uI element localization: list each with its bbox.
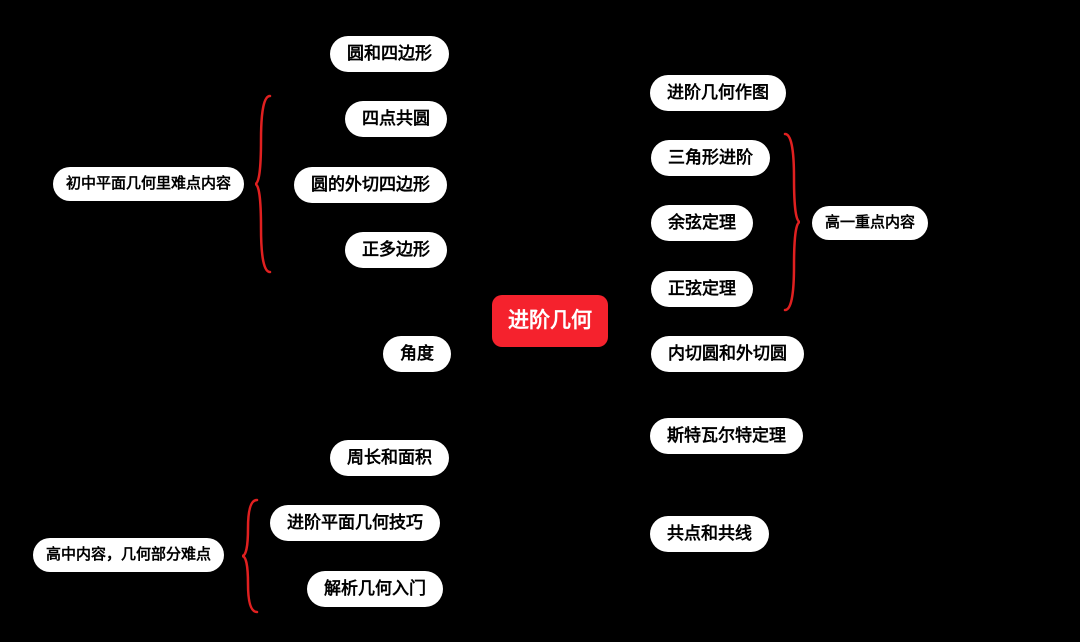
- node-circumscribed-quadrilateral[interactable]: 圆的外切四边形: [294, 167, 447, 203]
- node-concurrent-and-collinear[interactable]: 共点和共线: [650, 516, 769, 552]
- node-advanced-geometric-construction[interactable]: 进阶几何作图: [650, 75, 786, 111]
- node-incircle-and-excircle[interactable]: 内切圆和外切圆: [651, 336, 804, 372]
- node-advanced-plane-geometry-skills[interactable]: 进阶平面几何技巧: [270, 505, 440, 541]
- node-advanced-triangle[interactable]: 三角形进阶: [651, 140, 770, 176]
- node-law-of-cosines[interactable]: 余弦定理: [651, 205, 753, 241]
- curly-brace-grade11-group: [783, 132, 801, 312]
- group-label-senior-high-difficulties[interactable]: 高中内容，几何部分难点: [33, 538, 225, 572]
- node-circle-and-quadrilateral[interactable]: 圆和四边形: [330, 36, 449, 72]
- node-law-of-sines[interactable]: 正弦定理: [651, 271, 753, 307]
- node-angle[interactable]: 角度: [383, 336, 451, 372]
- node-perimeter-and-area[interactable]: 周长和面积: [330, 440, 449, 476]
- curly-brace-senior-high-group: [241, 498, 259, 614]
- node-stewart-theorem[interactable]: 斯特瓦尔特定理: [650, 418, 803, 454]
- central-topic[interactable]: 进阶几何: [492, 295, 608, 347]
- group-label-junior-high-difficulties[interactable]: 初中平面几何里难点内容: [53, 167, 245, 201]
- node-four-concyclic-points[interactable]: 四点共圆: [345, 101, 447, 137]
- group-label-grade11-key-content[interactable]: 高一重点内容: [812, 206, 929, 240]
- node-analytic-geometry-intro[interactable]: 解析几何入门: [307, 571, 443, 607]
- curly-brace-junior-high-group: [254, 94, 272, 274]
- node-regular-polygon[interactable]: 正多边形: [345, 232, 447, 268]
